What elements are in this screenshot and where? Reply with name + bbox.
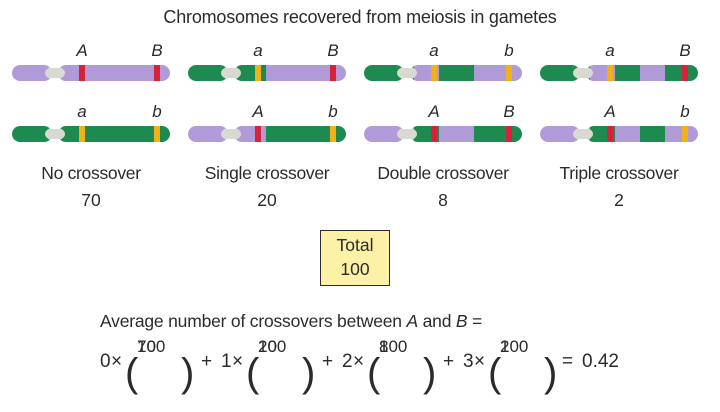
allele-band-b bbox=[330, 126, 336, 142]
right-paren: ) bbox=[423, 351, 437, 395]
total-label: Total bbox=[336, 235, 374, 255]
chromosome-1-top bbox=[12, 65, 170, 81]
total-box: Total 100 bbox=[320, 230, 390, 286]
average-gene-b: B bbox=[455, 311, 468, 331]
times-sign: × bbox=[232, 351, 244, 372]
plus-sign: + bbox=[201, 351, 213, 372]
class-label: Triple crossover bbox=[559, 163, 679, 183]
allele-label-a: a bbox=[605, 41, 615, 60]
multiplier: 2 bbox=[342, 351, 353, 372]
average-label: Average number of crossovers between A a… bbox=[100, 311, 482, 332]
chromosome-4-bottom bbox=[540, 126, 698, 142]
class-label: No crossover bbox=[41, 163, 141, 183]
allele-band-A bbox=[255, 126, 261, 142]
left-paren: ( bbox=[246, 351, 260, 395]
allele-label-b: b bbox=[328, 102, 338, 121]
denominator: 100 bbox=[258, 337, 287, 356]
class-count: 20 bbox=[257, 190, 277, 210]
allele-label-a: a bbox=[429, 41, 439, 60]
allele-label-A: A bbox=[428, 102, 440, 121]
right-paren: ) bbox=[181, 351, 195, 395]
numerator: 20 bbox=[258, 337, 277, 356]
plus-sign: + bbox=[322, 351, 334, 372]
allele-band-A bbox=[79, 65, 85, 81]
chromosome-3-bottom bbox=[364, 126, 522, 142]
allele-label-b: b bbox=[680, 102, 690, 121]
multiplier: 3 bbox=[463, 351, 474, 372]
allele-band-a bbox=[607, 65, 613, 81]
numerator: 2 bbox=[500, 337, 510, 356]
allele-label-B: B bbox=[151, 41, 163, 60]
allele-label-b: b bbox=[504, 41, 514, 60]
left-paren: ( bbox=[488, 351, 502, 395]
plus-sign: + bbox=[443, 351, 455, 372]
denominator: 100 bbox=[379, 337, 408, 356]
denominator: 100 bbox=[500, 337, 529, 356]
result-value: 0.42 bbox=[582, 351, 619, 372]
numerator: 8 bbox=[379, 337, 389, 356]
total-value: 100 bbox=[340, 259, 370, 279]
allele-label-A: A bbox=[252, 102, 264, 121]
allele-band-A bbox=[607, 126, 613, 142]
right-paren: ) bbox=[544, 351, 558, 395]
allele-label-a: a bbox=[253, 41, 263, 60]
chromosome-2-top bbox=[188, 65, 346, 81]
class-count: 70 bbox=[81, 190, 101, 210]
allele-label-B: B bbox=[503, 102, 515, 121]
left-paren: ( bbox=[367, 351, 381, 395]
diagram-title: Chromosomes recovered from meiosis in ga… bbox=[163, 7, 557, 27]
denominator: 100 bbox=[137, 337, 166, 356]
multiplier: 0 bbox=[100, 351, 111, 372]
class-label: Single crossover bbox=[204, 163, 330, 183]
allele-label-a: a bbox=[77, 102, 87, 121]
allele-band-A bbox=[431, 126, 437, 142]
chromosome-3-top bbox=[364, 65, 522, 81]
allele-label-B: B bbox=[679, 41, 691, 60]
allele-label-b: b bbox=[152, 102, 162, 121]
times-sign: × bbox=[474, 351, 486, 372]
allele-label-B: B bbox=[327, 41, 339, 60]
times-sign: × bbox=[353, 351, 365, 372]
allele-band-b bbox=[506, 65, 512, 81]
average-prefix: Average number of crossovers between bbox=[100, 311, 407, 331]
chromosome-1-bottom bbox=[12, 126, 170, 142]
left-paren: ( bbox=[125, 351, 139, 395]
allele-band-a bbox=[431, 65, 437, 81]
chromosome-2-bottom bbox=[188, 126, 346, 142]
allele-band-B bbox=[506, 126, 512, 142]
average-and: and bbox=[417, 311, 456, 331]
multiplier: 1 bbox=[221, 351, 232, 372]
allele-label-A: A bbox=[604, 102, 616, 121]
right-paren: ) bbox=[302, 351, 316, 395]
times-sign: × bbox=[111, 351, 123, 372]
allele-label-A: A bbox=[76, 41, 88, 60]
allele-band-b bbox=[154, 126, 160, 142]
allele-band-b bbox=[682, 126, 688, 142]
allele-band-B bbox=[154, 65, 160, 81]
class-label: Double crossover bbox=[377, 163, 509, 183]
class-count: 2 bbox=[614, 190, 624, 210]
chromosome-4-top bbox=[540, 65, 698, 81]
allele-band-a bbox=[79, 126, 85, 142]
equals-sign: = bbox=[562, 351, 574, 372]
average-gene-a: A bbox=[406, 311, 418, 331]
allele-band-B bbox=[682, 65, 688, 81]
allele-band-B bbox=[330, 65, 336, 81]
allele-band-a bbox=[255, 65, 261, 81]
numerator: 70 bbox=[137, 337, 156, 356]
class-count: 8 bbox=[438, 190, 448, 210]
average-suffix: = bbox=[467, 311, 483, 331]
